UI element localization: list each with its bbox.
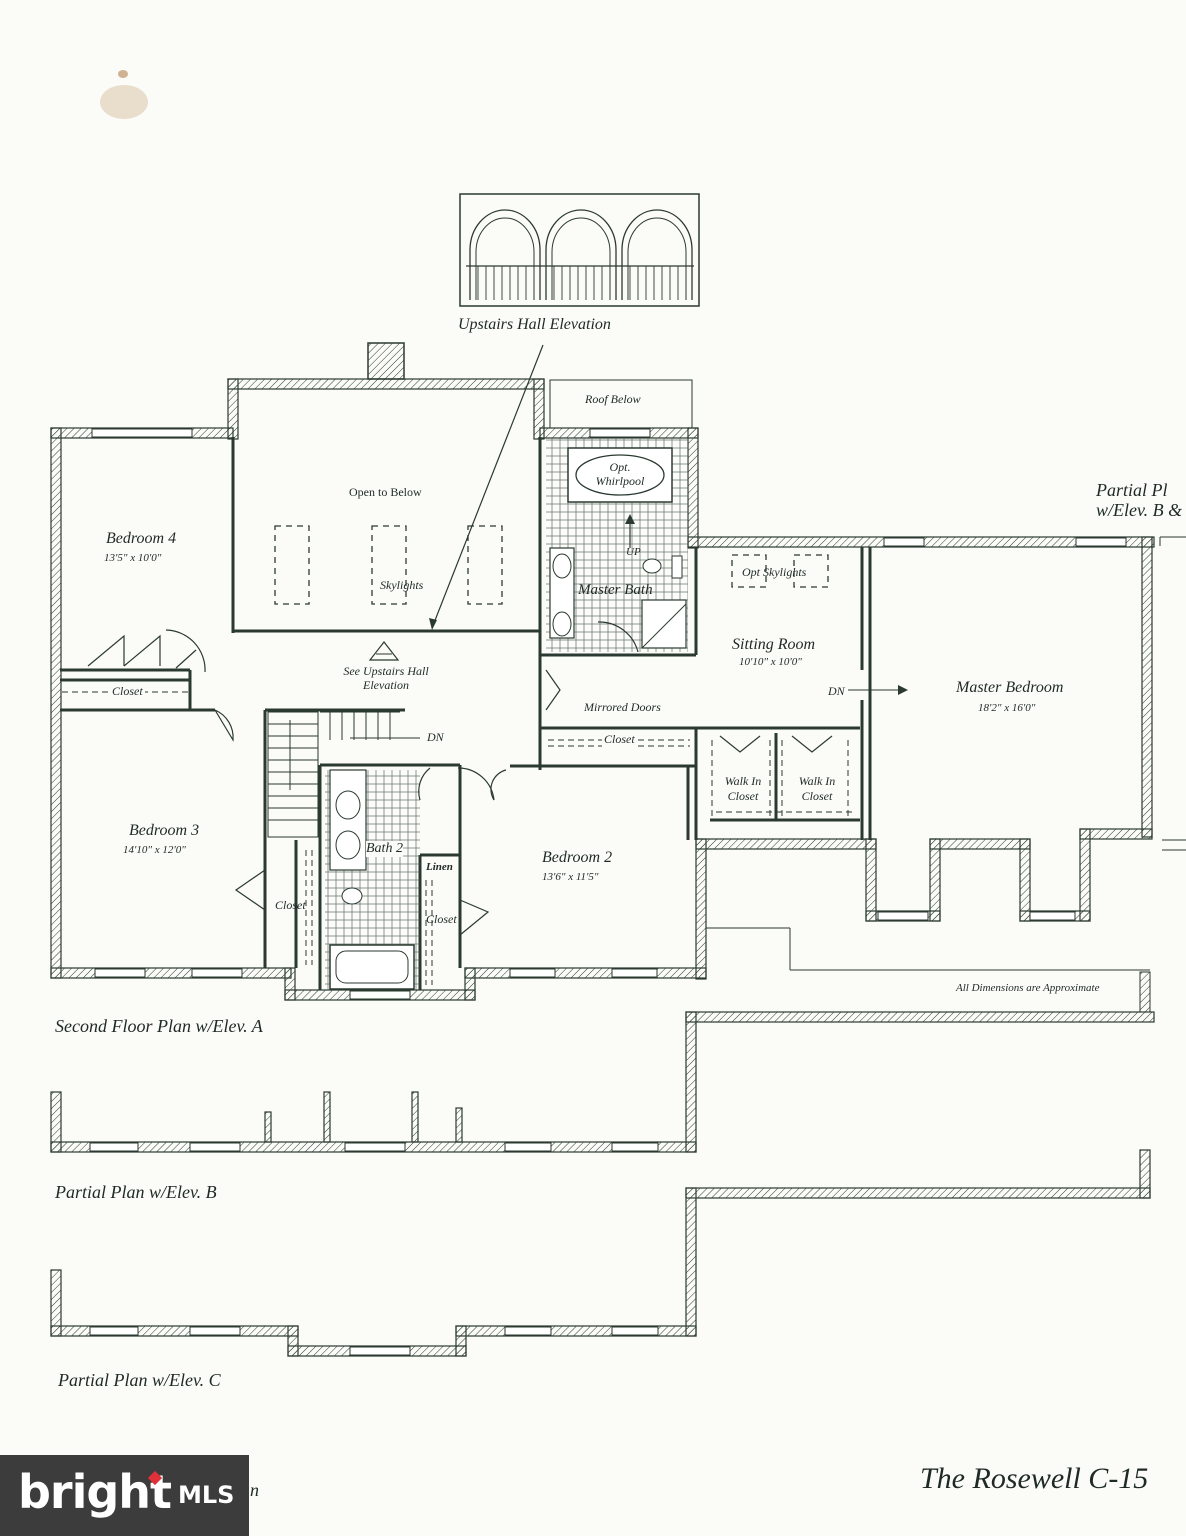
master-bath-label: Master Bath xyxy=(578,582,653,598)
chimney xyxy=(367,342,405,380)
open-to-below-label: Open to Below xyxy=(349,485,422,499)
bedroom3-dim: 14'10" x 12'0" xyxy=(123,844,186,856)
bedroom3-name: Bedroom 3 xyxy=(129,822,200,839)
bath2-label: Bath 2 xyxy=(366,841,403,857)
closet-bed3-label: Closet xyxy=(275,898,306,912)
sitting-room-dim: 10'10" x 10'0" xyxy=(739,656,802,668)
dimensions-note: All Dimensions are Approximate xyxy=(956,982,1100,994)
logo-brand: bright xyxy=(18,1465,172,1519)
sitting-room-name: Sitting Room xyxy=(732,636,816,653)
skylights-label: Skylights xyxy=(380,578,424,592)
walk-in-closet-2-label: Walk In Closet xyxy=(798,774,836,803)
bottom-caption-fragment: n xyxy=(250,1480,259,1500)
elevation-pointer xyxy=(431,344,544,629)
bedroom4-dim: 13'5" x 10'0" xyxy=(104,552,162,564)
logo-suffix: MLS xyxy=(178,1481,235,1509)
mirrored-doors-label: Mirrored Doors xyxy=(584,700,661,714)
closet-hall-label: Closet xyxy=(602,732,637,747)
bright-mls-logo: bright MLS xyxy=(0,1455,249,1536)
paper-stain xyxy=(100,85,148,119)
master-bedroom-dim: 18'2" x 16'0" xyxy=(978,702,1036,714)
staircase xyxy=(267,711,420,838)
bath2-vanity xyxy=(329,769,367,871)
walk-in-closet-1-label: Walk In Closet xyxy=(724,774,762,803)
up-label: UP xyxy=(626,546,641,558)
plan-title: The Rosewell C-15 xyxy=(920,1462,1149,1495)
see-upstairs-label: See Upstairs Hall Elevation xyxy=(343,664,429,692)
interior-walls xyxy=(60,437,872,990)
double-vanity xyxy=(549,547,575,639)
bedroom2-name: Bedroom 2 xyxy=(542,849,613,866)
bedroom2-dim: 13'6" x 11'5" xyxy=(542,871,599,883)
hall-elevation-label: Upstairs Hall Elevation xyxy=(458,316,611,333)
partial-b-caption: Partial Plan w/Elev. B xyxy=(55,1182,217,1202)
dn-stairs-label: DN xyxy=(427,730,444,744)
dn-sitting-label: DN xyxy=(828,684,845,698)
second-floor-caption: Second Floor Plan w/Elev. A xyxy=(55,1016,263,1036)
elevation-marker xyxy=(368,641,400,661)
opt-skylights-label: Opt Skylights xyxy=(742,565,807,579)
windows xyxy=(91,428,1127,1000)
partial-plan-cut-label: Partial Pl w/Elev. B & xyxy=(1096,480,1183,520)
whirlpool-label: Opt. Whirlpool xyxy=(595,460,645,488)
roof-below-box xyxy=(549,379,693,429)
partial-c-caption: Partial Plan w/Elev. C xyxy=(58,1370,221,1390)
skylights xyxy=(274,525,829,605)
bedroom4-name: Bedroom 4 xyxy=(106,530,177,547)
linen-label: Linen xyxy=(426,861,453,873)
paper-stain xyxy=(118,70,128,78)
roof-below-label: Roof Below xyxy=(585,392,641,406)
master-bedroom-name: Master Bedroom xyxy=(956,679,1064,696)
partial-plan-c xyxy=(50,1149,1151,1357)
closet-bath-label: Closet xyxy=(426,912,457,926)
bath2-tub xyxy=(329,944,415,990)
closet-bed4-label: Closet xyxy=(110,684,145,699)
hall-elevation-sketch xyxy=(459,193,700,307)
door-swings xyxy=(87,621,833,936)
